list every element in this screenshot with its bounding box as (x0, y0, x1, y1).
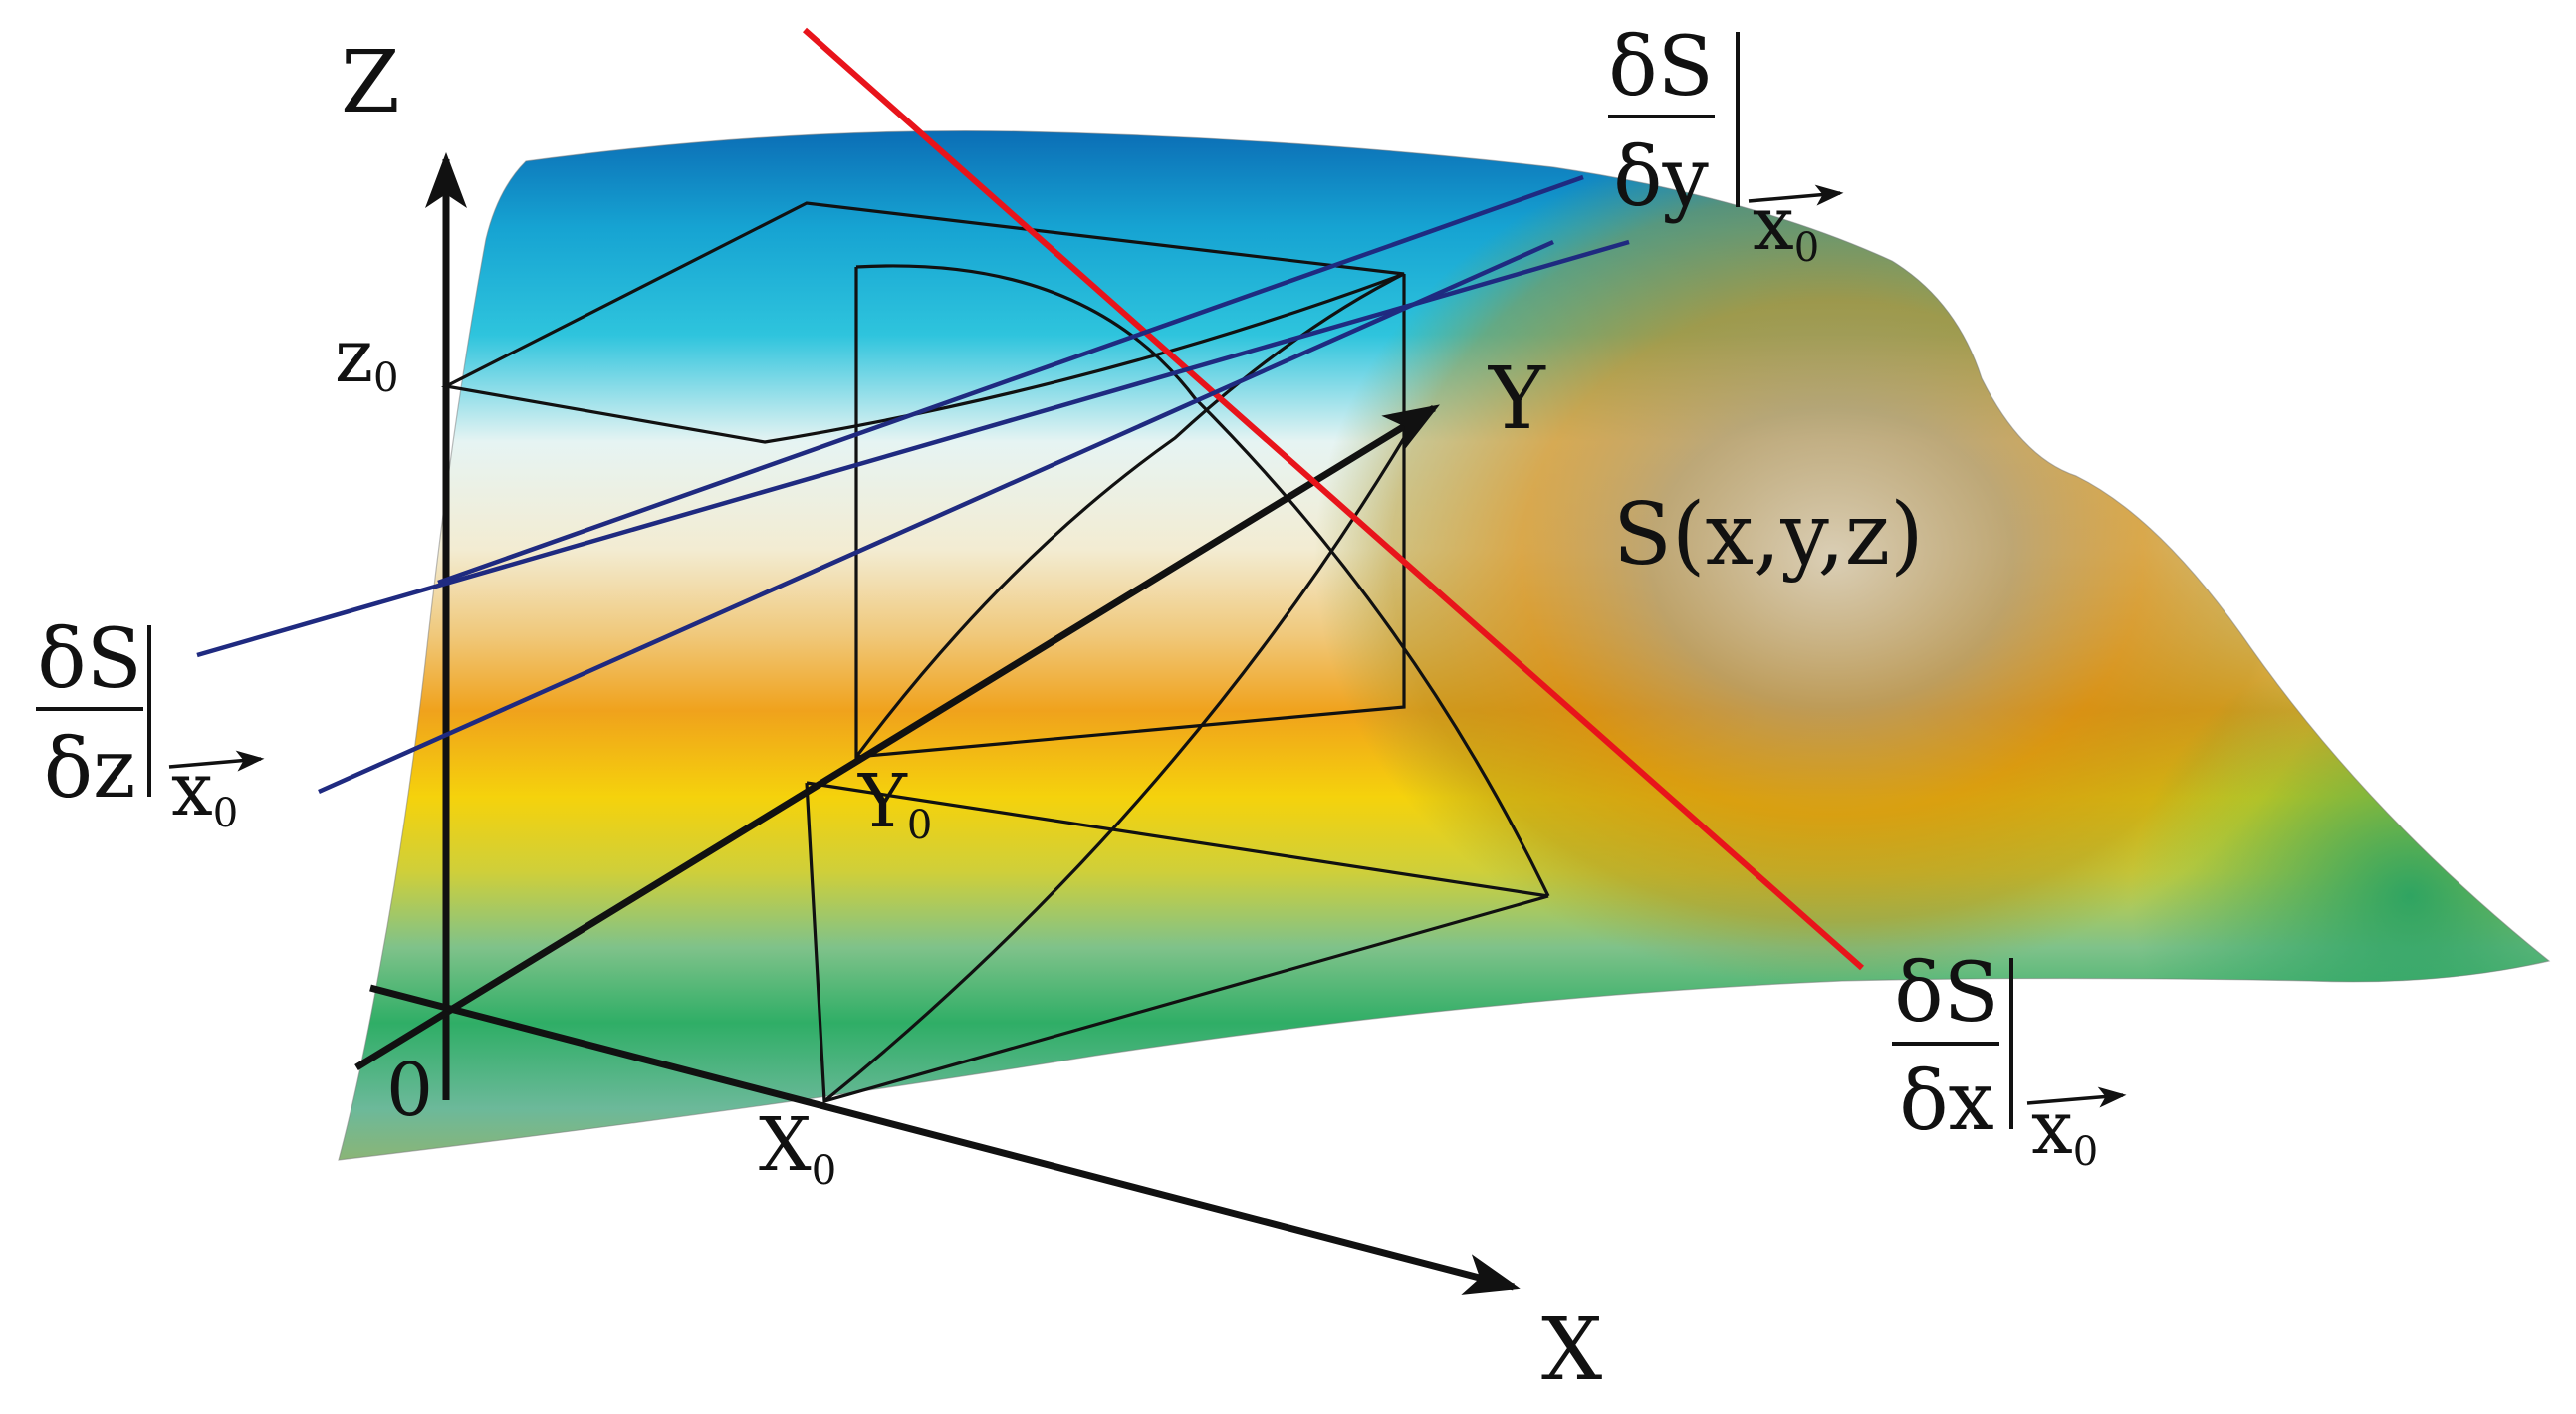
origin-label: 0 (386, 1048, 433, 1133)
tangent-line-z-upper (196, 239, 1630, 658)
curve-x0 (822, 437, 1406, 1103)
dx-vector-arrow (2026, 1086, 2127, 1108)
derivative-label-dx: δS δx x0 (1892, 946, 2127, 1175)
derivative-label-dy: δS δy x0 (1608, 20, 1844, 271)
derivative-label-dz: δS δz x0 (36, 612, 265, 836)
dx-denominator: δx (1899, 1055, 1994, 1149)
dz-denominator: δz (44, 722, 136, 817)
x0-label: X0 (759, 1102, 836, 1194)
surface-patch (338, 129, 2551, 1161)
surface-label: S(x,y,z) (1613, 485, 1924, 585)
dy-vector: x0 (1753, 181, 1819, 271)
y0-label: Y0 (857, 759, 932, 848)
axes (354, 152, 1521, 1295)
dz-numerator: δS (37, 612, 142, 707)
dx-numerator: δS (1894, 946, 1999, 1041)
horizontal-plane (440, 201, 1405, 444)
curve-yz (855, 264, 1550, 897)
dy-denominator: δy (1613, 130, 1709, 225)
dz-vector-arrow (168, 750, 265, 772)
dy-vector-arrow (1748, 184, 1844, 206)
dz-vector: x0 (171, 747, 238, 836)
tangent-line-x (803, 27, 1864, 971)
z0-label: z0 (335, 314, 398, 401)
y-axis (354, 404, 1440, 1070)
z-axis-label: Z (341, 33, 400, 132)
dy-numerator: δS (1608, 20, 1714, 115)
curve-y0 (854, 272, 1405, 758)
x-axis (369, 984, 1521, 1295)
tangent-line-y (437, 174, 1584, 586)
tangent-line-z-lower (318, 239, 1554, 795)
tangent-planes-wireframe (440, 201, 1550, 1104)
x-axis-label: X (1541, 1300, 1602, 1400)
vertical-plane-yz (854, 267, 1406, 759)
y-axis-label: Y (1488, 350, 1546, 449)
